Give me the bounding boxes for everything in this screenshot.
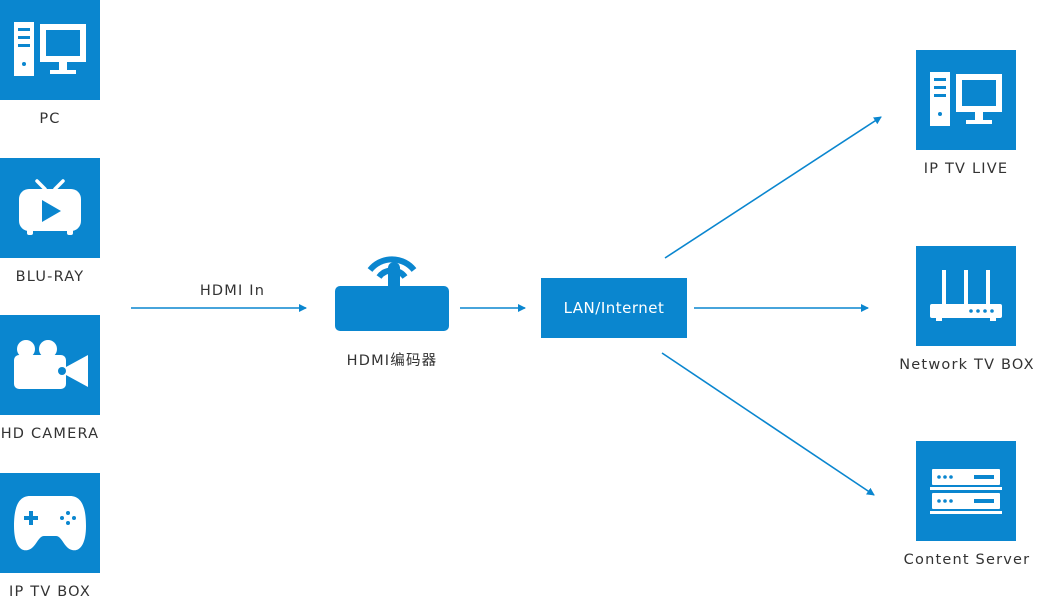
dest-network-tv-box-tile	[916, 246, 1016, 346]
lan-internet-label: LAN/Internet	[563, 299, 665, 317]
server-icon	[930, 469, 1002, 514]
gamepad-icon	[14, 496, 86, 551]
dest-iptv-live-tile	[916, 50, 1016, 150]
source-pc-tile	[0, 0, 100, 100]
source-camera-label: HD CAMERA	[0, 426, 100, 442]
video-camera-icon	[14, 340, 88, 389]
arrow-lan-to-content-server	[661, 352, 875, 496]
source-iptvbox-tile	[0, 473, 100, 573]
lan-internet-box: LAN/Internet	[541, 278, 687, 338]
computer-icon	[14, 22, 86, 76]
encoder-label: HDMI编码器	[346, 353, 438, 369]
dest-network-tv-box-label: Network TV BOX	[899, 357, 1035, 373]
router-icon	[930, 270, 1002, 321]
tv-play-icon	[19, 179, 81, 235]
arrow-lan-to-iptv-live	[664, 116, 882, 259]
dest-content-server-tile	[916, 441, 1016, 541]
hdmi-in-label: HDMI In	[199, 283, 266, 299]
wireless-encoder-icon	[335, 256, 449, 331]
source-bluray-tile	[0, 158, 100, 258]
source-camera-tile	[0, 315, 100, 415]
source-bluray-label: BLU-RAY	[15, 269, 85, 285]
dest-iptv-live-label: IP TV LIVE	[923, 161, 1009, 177]
computer-icon	[930, 72, 1002, 126]
source-pc-label: PC	[39, 111, 61, 127]
dest-content-server-label: Content Server	[903, 552, 1031, 568]
source-iptvbox-label: IP TV BOX	[9, 584, 91, 600]
